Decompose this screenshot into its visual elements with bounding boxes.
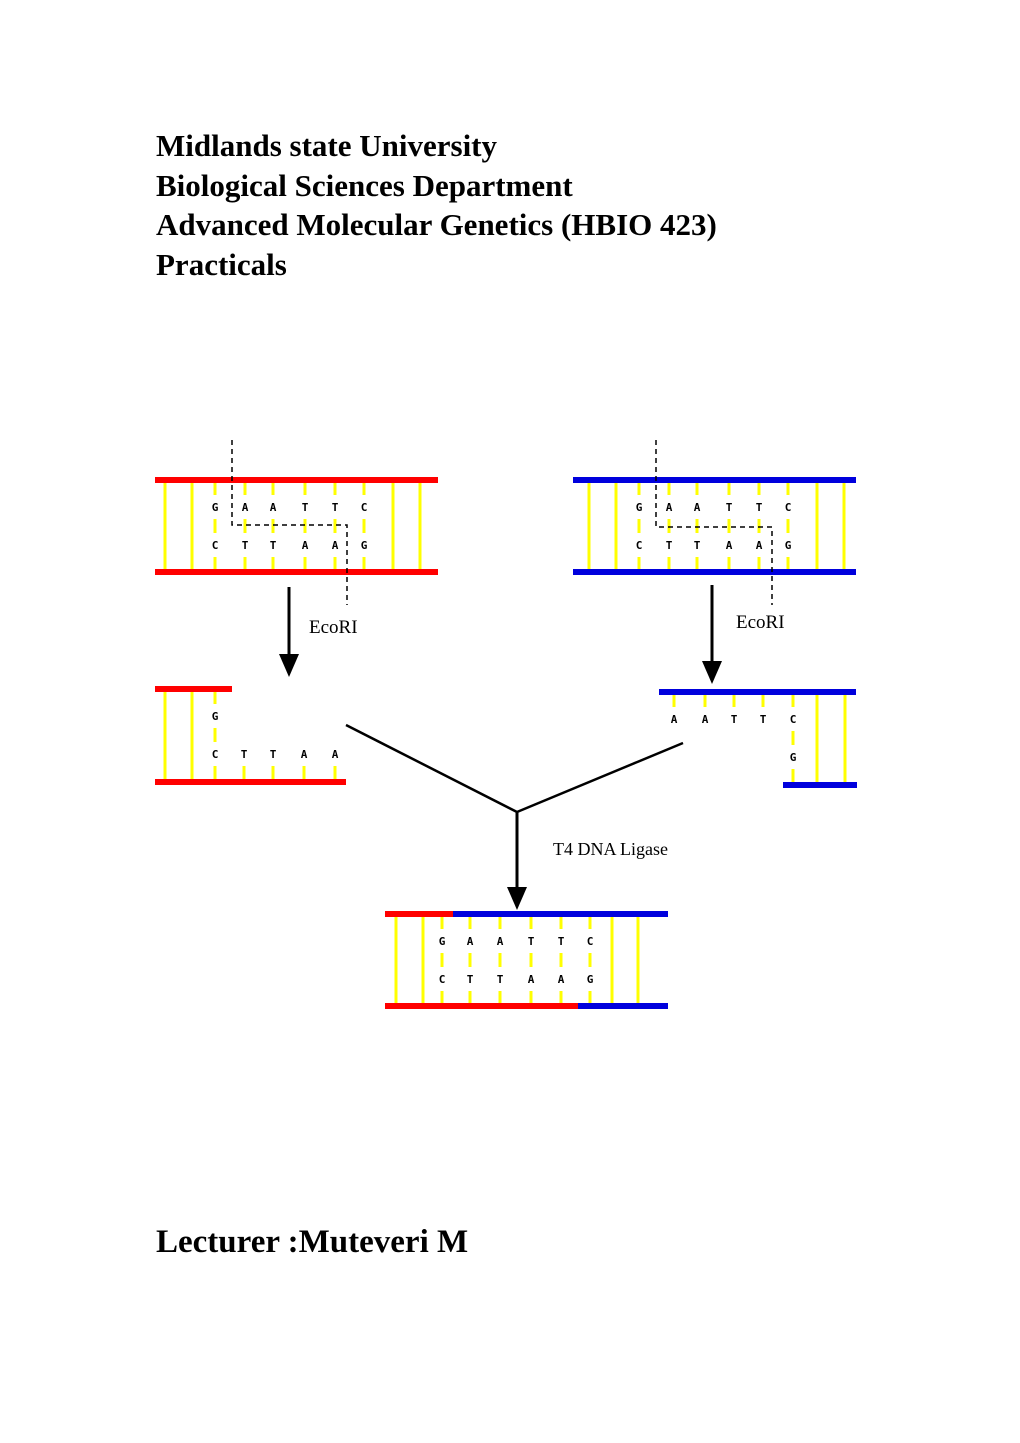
ligase-label: T4 DNA Ligase	[553, 839, 668, 859]
nucleotide-base: A	[694, 501, 701, 514]
top-strand	[573, 477, 856, 483]
document-type: Practicals	[156, 246, 287, 282]
nucleotide-base: T	[666, 539, 673, 552]
nucleotide-base: C	[785, 501, 792, 514]
nucleotide-base: A	[467, 935, 474, 948]
enzyme-label-left: EcoRI	[309, 617, 358, 638]
bottom-strand	[573, 569, 856, 575]
right-cut-fragment: A A T T C G	[659, 689, 857, 788]
nucleotide-base: A	[302, 539, 309, 552]
nucleotide-base: A	[497, 935, 504, 948]
document-title: Midlands state University Biological Sci…	[156, 126, 717, 284]
nucleotide-base: G	[785, 539, 792, 552]
arrows	[279, 585, 722, 910]
bottom-strand	[385, 1003, 578, 1009]
bottom-strand	[578, 1003, 668, 1009]
nucleotide-base: T	[242, 539, 249, 552]
join-line-right	[516, 741, 684, 814]
nucleotide-base: T	[694, 539, 701, 552]
nucleotide-base: G	[790, 751, 797, 764]
nucleotide-base: A	[666, 501, 673, 514]
nucleotide-base: A	[558, 973, 565, 986]
nucleotide-base: T	[302, 501, 309, 514]
arrow-right-head	[702, 661, 722, 684]
ligated-product: G C A T A T T A T A C G	[385, 911, 668, 1009]
nucleotide-base: A	[242, 501, 249, 514]
nucleotide-base: C	[587, 935, 594, 948]
nucleotide-base: G	[587, 973, 594, 986]
nucleotide-base: A	[726, 539, 733, 552]
nucleotide-base: T	[726, 501, 733, 514]
top-strand	[453, 911, 668, 917]
nucleotide-base: G	[212, 501, 219, 514]
top-strand	[659, 689, 856, 695]
arrow-left-head	[279, 654, 299, 677]
nucleotide-base: A	[671, 713, 678, 726]
course-name: Advanced Molecular Genetics (HBIO 423)	[156, 207, 717, 242]
top-strand	[385, 911, 453, 917]
left-cut-fragment: G C T T A A	[155, 686, 346, 785]
nucleotide-base: T	[760, 713, 767, 726]
nucleotide-base: T	[497, 973, 504, 986]
nucleotide-base: A	[270, 501, 277, 514]
nucleotide-base: C	[212, 748, 219, 761]
nucleotide-base: A	[301, 748, 308, 761]
nucleotide-base: C	[212, 539, 219, 552]
nucleotide-base: C	[636, 539, 643, 552]
enzyme-label-right: EcoRI	[736, 612, 785, 633]
university-name: Midlands state University	[156, 128, 497, 163]
nucleotide-base: G	[212, 710, 219, 723]
lecturer-name: Lecturer :Muteveri M	[156, 1224, 469, 1260]
nucleotide-base: A	[528, 973, 535, 986]
nucleotide-base: C	[439, 973, 446, 986]
nucleotide-base: G	[636, 501, 643, 514]
dna-molecule-1: G C A T A T T A T A C G	[155, 477, 438, 575]
nucleotide-base: T	[528, 935, 535, 948]
nucleotide-base: T	[756, 501, 763, 514]
bottom-strand	[155, 779, 346, 785]
cut-line-dna1	[231, 440, 348, 605]
nucleotide-base: T	[558, 935, 565, 948]
nucleotide-base: A	[332, 748, 339, 761]
join-line-left	[345, 723, 518, 814]
nucleotide-base: G	[439, 935, 446, 948]
nucleotide-base: C	[790, 713, 797, 726]
bottom-strand	[783, 782, 857, 788]
top-strand	[155, 686, 232, 692]
nucleotide-base: A	[332, 539, 339, 552]
nucleotide-base: T	[241, 748, 248, 761]
cut-line-dna2	[655, 440, 773, 605]
bottom-strand	[155, 569, 438, 575]
cut-lines	[231, 440, 773, 605]
department-name: Biological Sciences Department	[156, 167, 573, 203]
nucleotide-base: A	[702, 713, 709, 726]
nucleotide-base: C	[361, 501, 368, 514]
nucleotide-base: T	[270, 748, 277, 761]
nucleotide-base: T	[467, 973, 474, 986]
nucleotide-base: A	[756, 539, 763, 552]
nucleotide-base: G	[361, 539, 368, 552]
nucleotide-base: T	[270, 539, 277, 552]
nucleotide-base: T	[332, 501, 339, 514]
nucleotide-base: T	[731, 713, 738, 726]
arrow-ligase-head	[507, 887, 527, 910]
dna-molecule-2: G C A T A T T A T A C G	[573, 477, 856, 575]
top-strand	[155, 477, 438, 483]
